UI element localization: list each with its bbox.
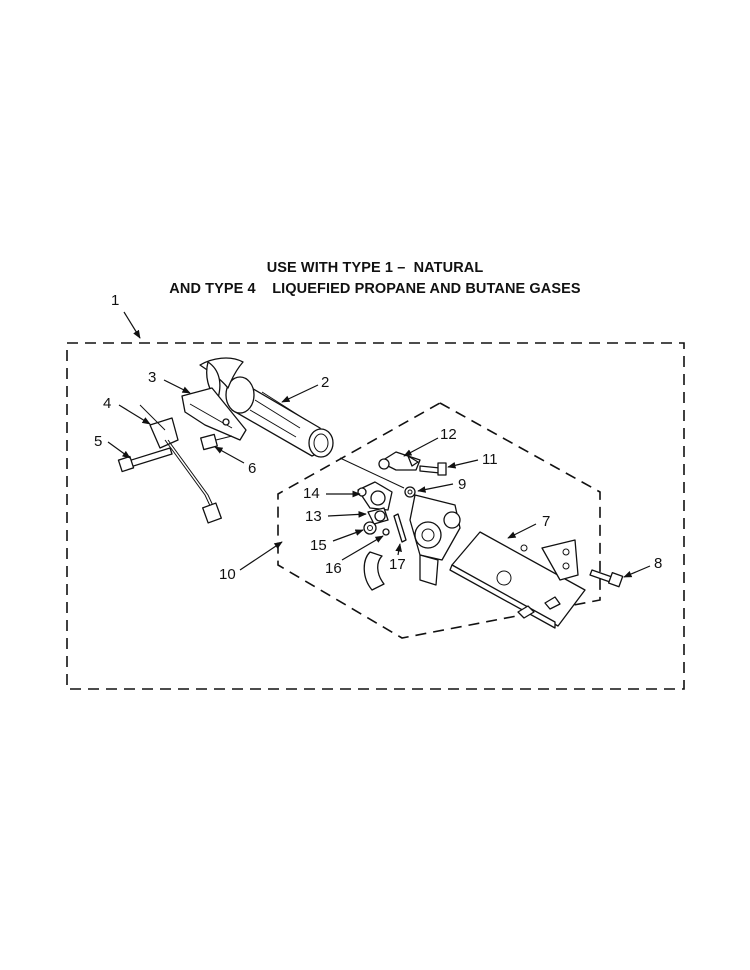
part-screw-11 bbox=[419, 462, 447, 476]
callout-13: 13 bbox=[305, 508, 322, 525]
callout-12: 12 bbox=[440, 426, 457, 443]
part-screw-5 bbox=[117, 447, 173, 473]
part-gas-valve bbox=[363, 494, 461, 591]
part-pin-17 bbox=[393, 513, 407, 543]
assembly-boundary bbox=[66, 342, 685, 690]
callout-8: 8 bbox=[654, 555, 662, 572]
callout-9: 9 bbox=[458, 476, 466, 493]
part-orifice-16 bbox=[382, 528, 390, 536]
title-line-2: AND TYPE 4 LIQUEFIED PROPANE AND BUTANE … bbox=[169, 281, 581, 297]
callout-3: 3 bbox=[148, 369, 156, 386]
gas-line bbox=[339, 457, 405, 489]
callout-17: 17 bbox=[389, 556, 406, 573]
callout-1: 1 bbox=[111, 292, 119, 309]
valve-assembly-boundary bbox=[277, 402, 601, 639]
callout-4: 4 bbox=[103, 395, 111, 412]
callout-2: 2 bbox=[321, 374, 329, 391]
part-burner-tube bbox=[199, 357, 334, 458]
diagram-title: USE WITH TYPE 1 – NATURAL AND TYPE 4 LIQ… bbox=[0, 258, 750, 300]
part-mount-bracket-7 bbox=[449, 531, 586, 629]
leader-lines bbox=[107, 311, 651, 578]
callout-labels: 1 2 3 4 5 6 7 8 9 10 11 12 13 14 15 16 1… bbox=[94, 292, 662, 583]
title-line-1: USE WITH TYPE 1 – NATURAL bbox=[266, 260, 484, 276]
part-bracket bbox=[181, 387, 247, 441]
part-bracket-12 bbox=[378, 451, 421, 471]
part-coil-14 bbox=[357, 481, 393, 511]
part-screw-6 bbox=[200, 433, 233, 451]
callout-10: 10 bbox=[219, 566, 236, 583]
part-igniter bbox=[139, 404, 222, 524]
part-screw-8 bbox=[589, 569, 624, 588]
callout-6: 6 bbox=[248, 460, 256, 477]
callout-14: 14 bbox=[303, 485, 320, 502]
part-nut-9 bbox=[404, 486, 416, 498]
callout-11: 11 bbox=[482, 451, 498, 468]
callout-15: 15 bbox=[310, 537, 327, 554]
part-coil-13 bbox=[367, 507, 389, 525]
part-washer-15 bbox=[363, 521, 377, 535]
callout-16: 16 bbox=[325, 560, 342, 577]
callout-7: 7 bbox=[542, 513, 550, 530]
callout-5: 5 bbox=[94, 433, 102, 450]
